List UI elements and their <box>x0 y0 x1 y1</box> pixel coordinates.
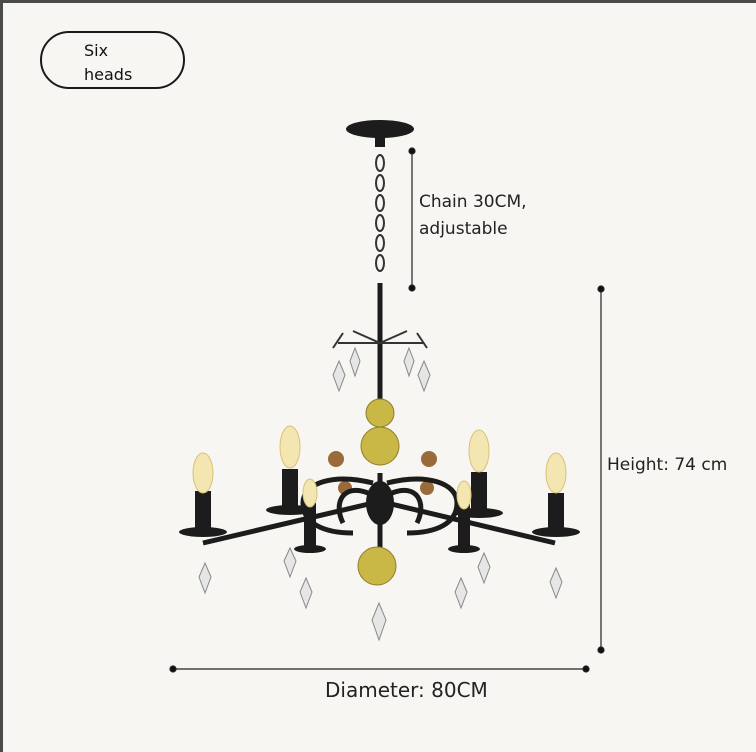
canopy <box>346 120 414 147</box>
top-crown <box>332 330 428 349</box>
chain-adjustable-label: adjustable <box>419 219 508 239</box>
amber-glass-balls <box>357 398 400 586</box>
crystal-drops <box>198 346 563 642</box>
badge-line-1: Six <box>84 41 109 60</box>
height-label: Height: 74 cm <box>607 455 728 475</box>
diameter-dimension-line <box>169 665 590 673</box>
chain <box>375 154 385 272</box>
height-dimension-line <box>597 285 605 654</box>
chain-length-label: Chain 30CM, <box>419 192 527 212</box>
product-image: Six heads <box>3 3 756 752</box>
arms <box>202 476 556 546</box>
chain-dimension-line <box>408 147 416 292</box>
chandelier-illustration <box>169 120 605 673</box>
heads-count-badge: Six heads <box>40 31 185 89</box>
candle-bulbs <box>179 425 580 553</box>
diameter-label: Diameter: 80CM <box>325 678 488 702</box>
badge-line-2: heads <box>84 65 133 84</box>
